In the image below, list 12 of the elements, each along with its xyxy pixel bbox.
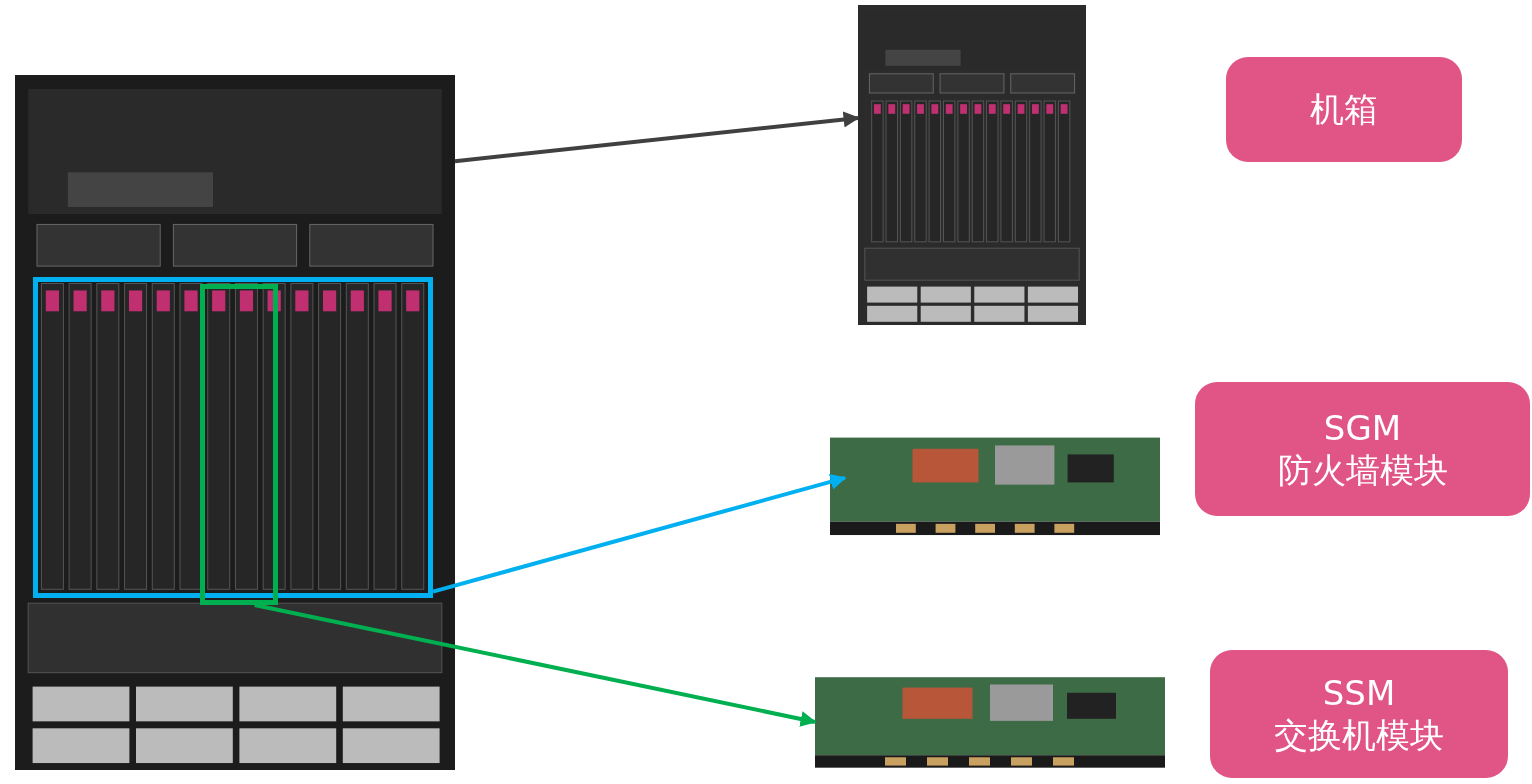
arrow	[254, 603, 817, 727]
label-text: SSM	[1322, 671, 1396, 714]
arrow	[432, 474, 847, 594]
highlight-frame	[200, 284, 278, 605]
label-text: 防火墙模块	[1277, 449, 1448, 492]
label-text: SGM	[1323, 406, 1402, 449]
label-text: 机箱	[1310, 88, 1378, 131]
label-box	[1195, 382, 1530, 516]
label-text: 交换机模块	[1274, 714, 1444, 757]
label-box	[1210, 650, 1508, 778]
arrow	[454, 111, 860, 164]
label-box	[1226, 57, 1462, 162]
